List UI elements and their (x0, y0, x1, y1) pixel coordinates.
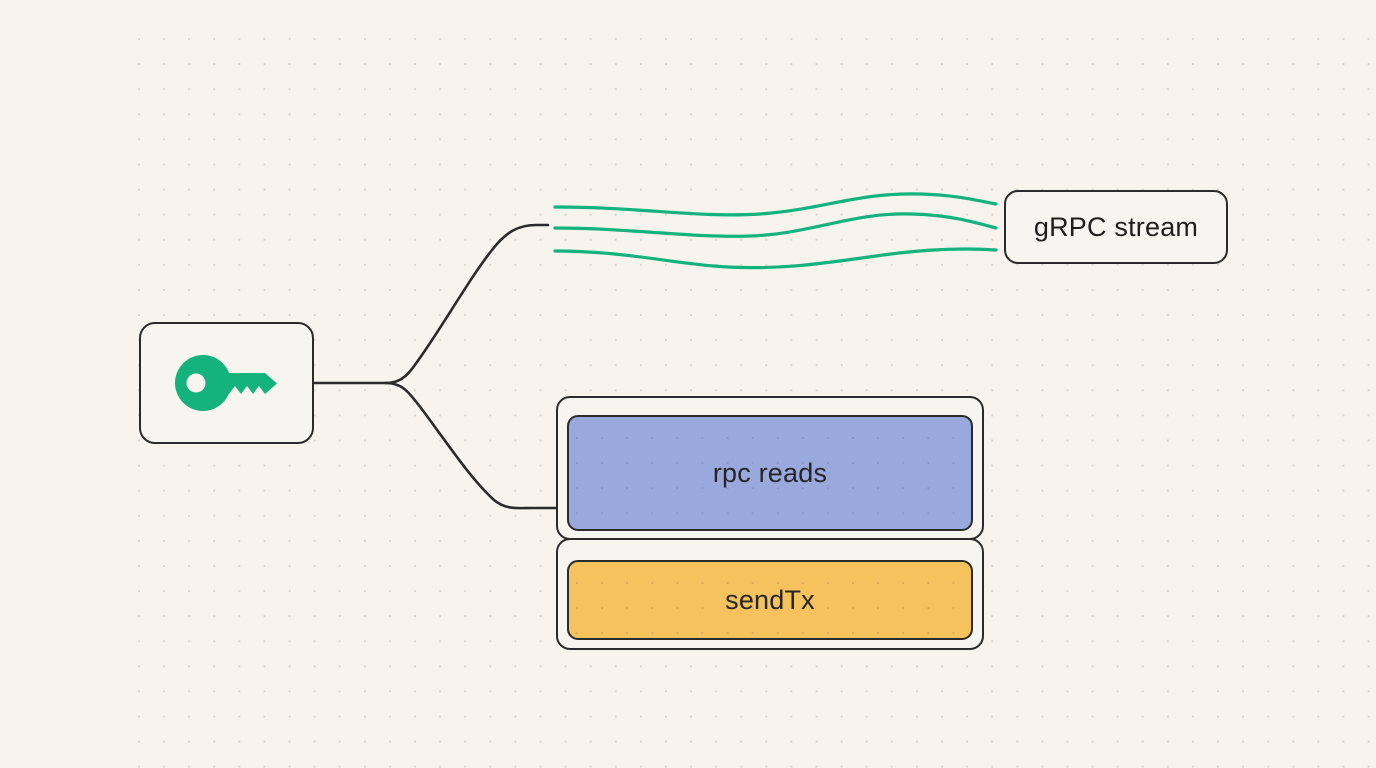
grid-margin-top (0, 0, 1376, 30)
send-tx-label: sendTx (725, 584, 815, 615)
grpc-stream-label: gRPC stream (1033, 211, 1199, 242)
edge-branch-to-grpc (384, 223, 550, 385)
rpc-reads-label: rpc reads (712, 457, 828, 488)
node-grpc-stream[interactable]: gRPC stream (1004, 190, 1228, 264)
node-key[interactable] (139, 322, 314, 444)
node-rpc-reads[interactable]: rpc reads (567, 415, 973, 531)
stream-line-1 (553, 192, 998, 217)
stream-line-2 (553, 212, 998, 238)
grpc-stream-lines (553, 192, 998, 270)
key-icon (173, 353, 281, 413)
node-send-tx[interactable]: sendTx (567, 560, 973, 640)
edge-branch-to-stack (384, 381, 559, 510)
grid-margin-left (0, 0, 130, 768)
stream-line-3 (553, 247, 998, 270)
